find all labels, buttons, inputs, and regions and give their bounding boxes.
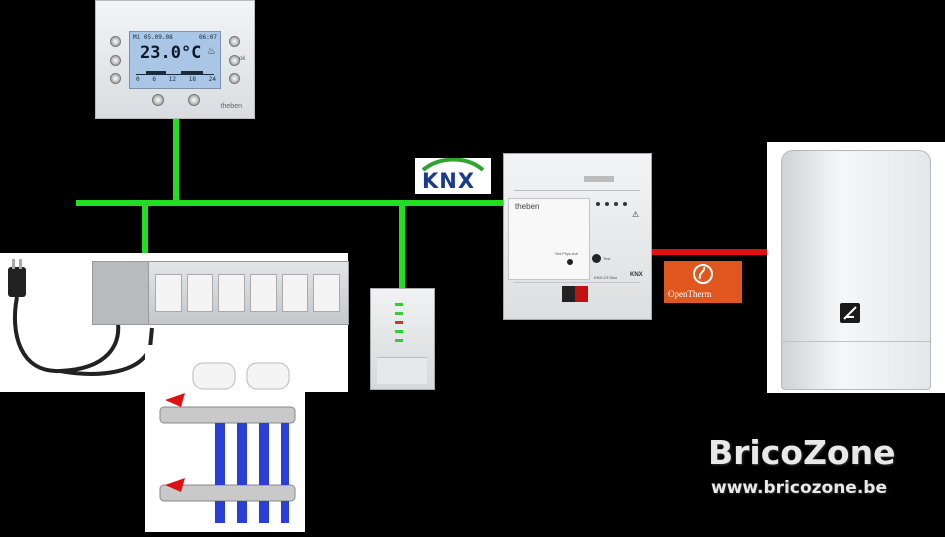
- watermark-url: www.bricozone.be: [711, 478, 887, 498]
- thermostat-button-prev[interactable]: [152, 94, 164, 106]
- thermostat-button-next[interactable]: [188, 94, 200, 106]
- thermostat-button-ok[interactable]: [229, 55, 240, 66]
- knx-ot-gateway: theben Set Phys Adr Test ⚠ KNX-OT-Box KN…: [503, 153, 652, 320]
- actuator-channels: [155, 274, 341, 312]
- thermostat-button-left-bottom[interactable]: [110, 73, 121, 84]
- ok-label: ok: [239, 56, 246, 62]
- boiler-logo-icon: [840, 303, 860, 323]
- gateway-bottom-terminals: [514, 282, 640, 315]
- thermostat-button-left-top[interactable]: [110, 36, 121, 47]
- opentherm-flame-icon: [693, 264, 713, 284]
- gateway-brand: theben: [515, 202, 540, 211]
- gateway-knx-mark: KNX: [630, 272, 643, 278]
- heating-manifold: [145, 345, 305, 532]
- prog-button[interactable]: [567, 259, 573, 265]
- watermark-name: BricoZone: [708, 433, 896, 472]
- heating-icon: ♨: [207, 46, 216, 57]
- thermostat-button-left-mid[interactable]: [110, 55, 121, 66]
- knx-arc-icon: [421, 158, 485, 172]
- room-sensor: [370, 288, 435, 390]
- warning-icon: ⚠: [632, 210, 640, 219]
- knx-bus-terminal: [562, 286, 588, 302]
- test-button[interactable]: [592, 254, 601, 263]
- manifold-drawing: [159, 362, 296, 523]
- knx-logo-text: KNX: [422, 169, 476, 193]
- prog-label: Set Phys Adr: [555, 251, 579, 256]
- thermostat-brand: theben: [220, 103, 242, 110]
- opentherm-text: OpenTherm: [668, 289, 712, 299]
- thermostat-date: Mi 05.09.08: [133, 34, 173, 41]
- gateway-status-leds: [596, 202, 627, 206]
- gas-boiler: [767, 142, 945, 393]
- gateway-top-terminals: [514, 158, 640, 191]
- schedule-bar: [136, 70, 214, 75]
- test-label: Test: [603, 256, 611, 261]
- knx-logo: KNX: [415, 158, 491, 194]
- thermostat-temperature: 23.0°C: [140, 43, 202, 63]
- thermostat-time: 06:07: [198, 34, 217, 41]
- gateway-model: KNX-OT-Box: [594, 275, 618, 280]
- sensor-leds: [395, 303, 403, 348]
- heating-actuator: [92, 261, 349, 325]
- gateway-front-panel: theben Set Phys Adr: [508, 198, 590, 280]
- thermostat-button-up[interactable]: [229, 36, 240, 47]
- thermostat-button-down[interactable]: [229, 73, 240, 84]
- opentherm-logo: OpenTherm: [664, 261, 742, 303]
